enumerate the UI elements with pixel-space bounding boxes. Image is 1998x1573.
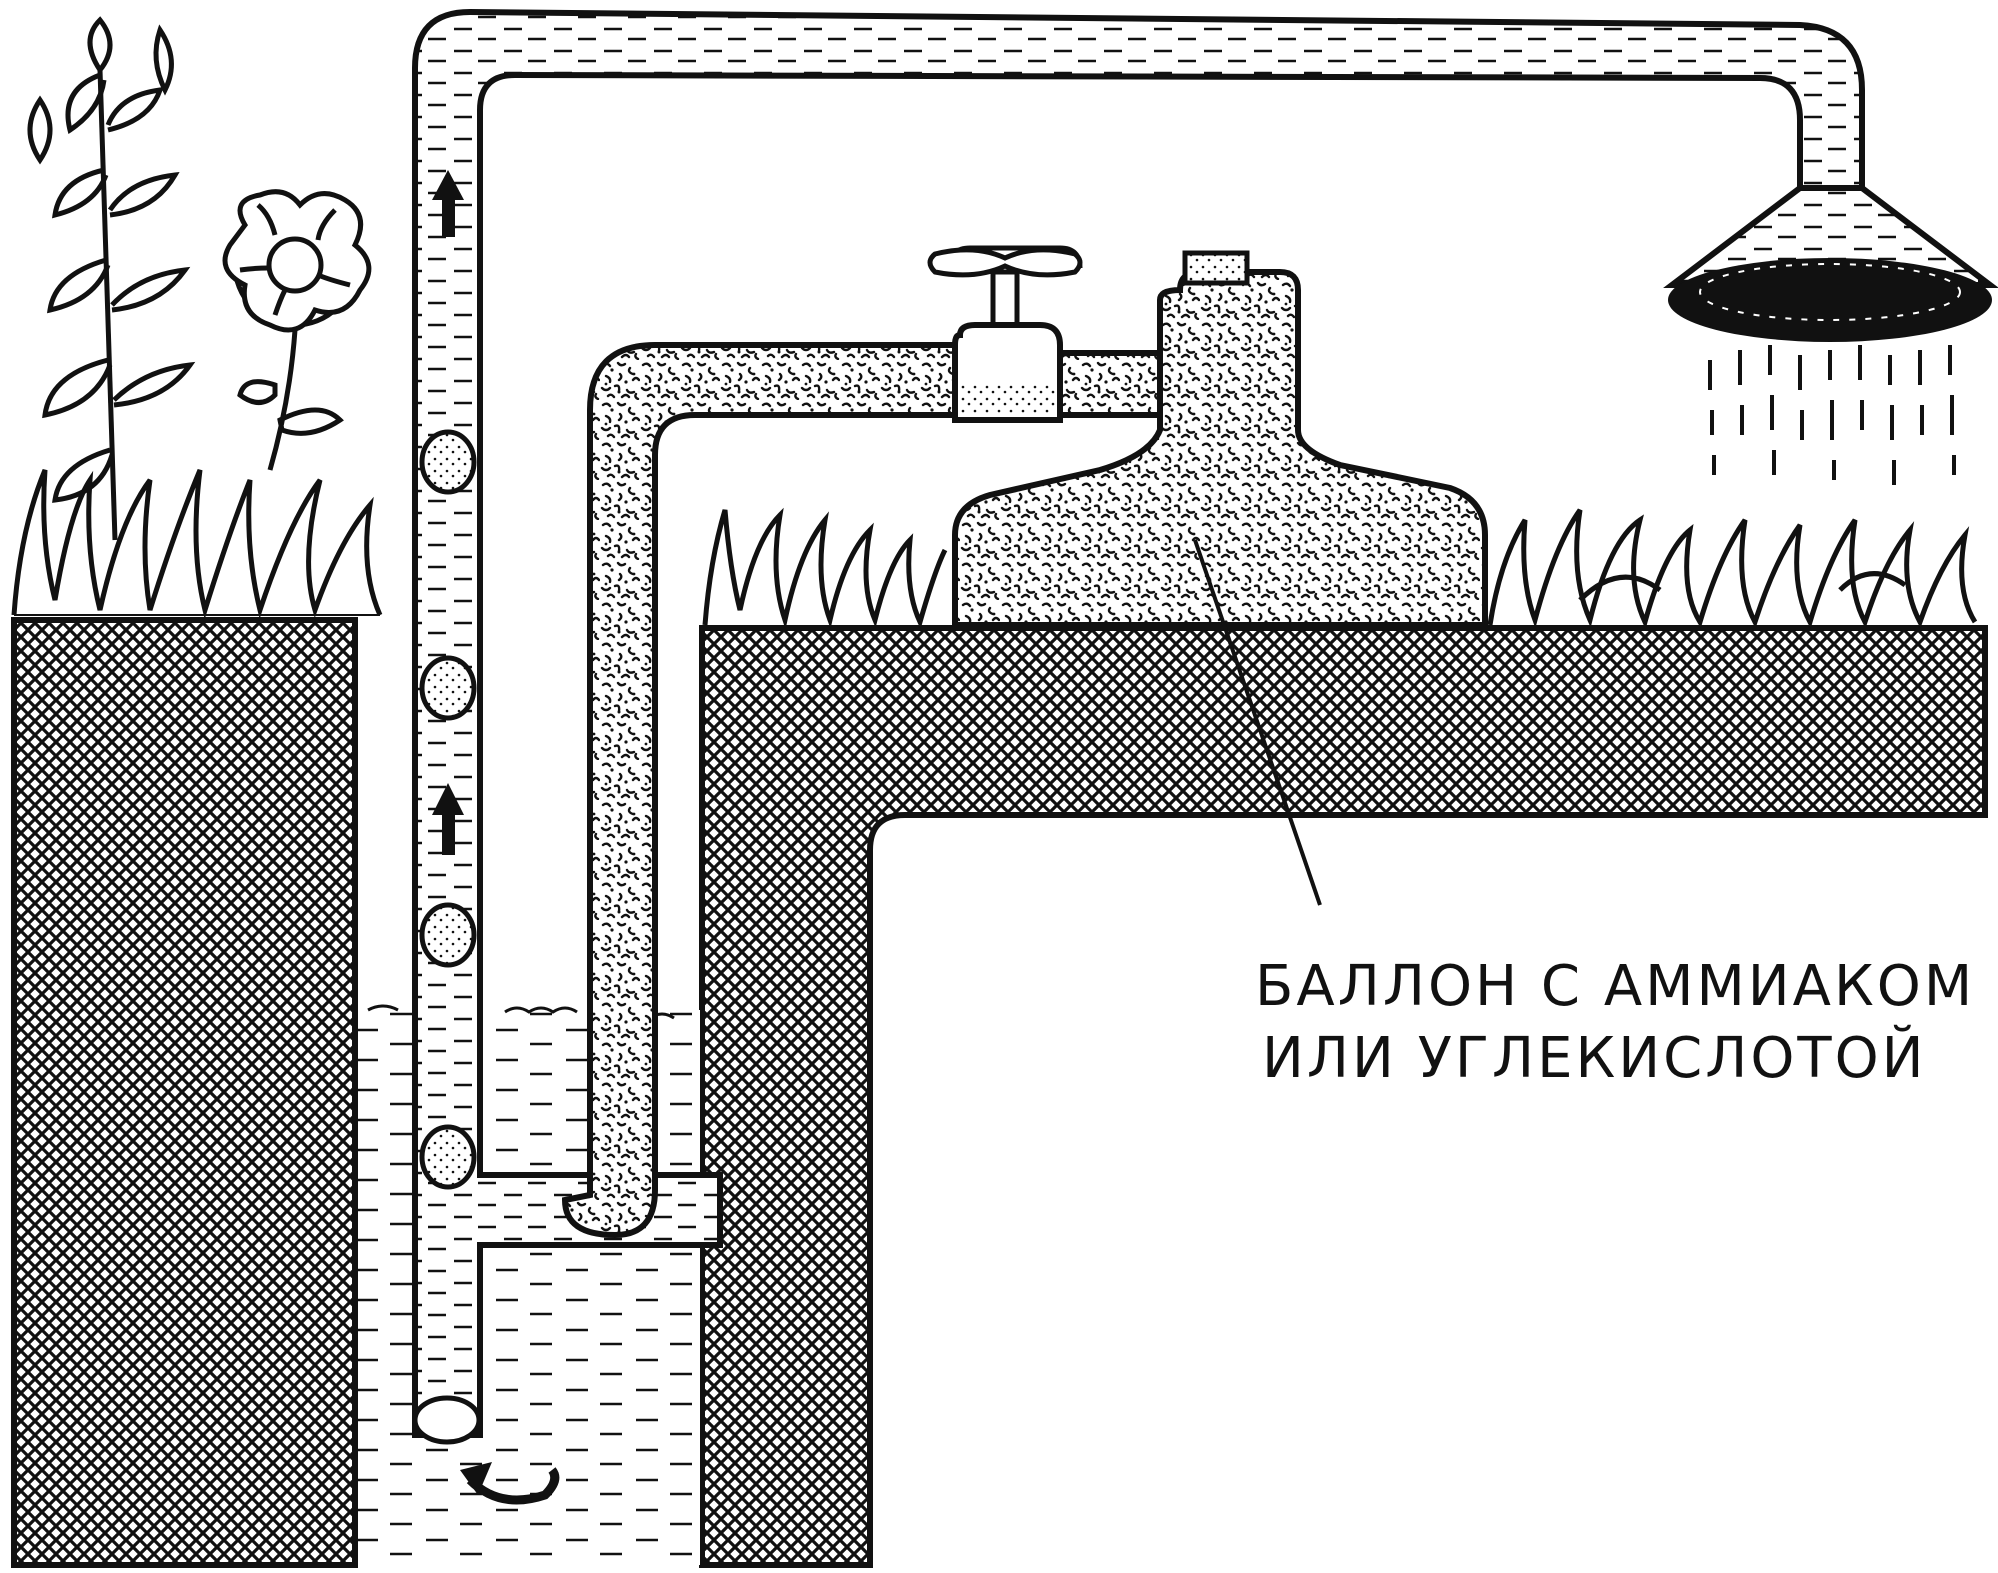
plants-left bbox=[27, 16, 372, 541]
callout-leader-line bbox=[1193, 539, 1322, 906]
gas-pipe-segment bbox=[1057, 350, 1173, 418]
grass-right bbox=[702, 507, 1978, 630]
gas-cylinder bbox=[952, 269, 1488, 628]
gas-bubbles bbox=[419, 429, 477, 1190]
inflow-arrow-icon bbox=[460, 1462, 560, 1505]
flow-arrow-lower-icon bbox=[432, 783, 464, 855]
flow-arrow-upper-icon bbox=[432, 170, 464, 237]
water-spray bbox=[1708, 345, 1956, 485]
ground-left bbox=[11, 617, 358, 1568]
grass-left bbox=[11, 469, 383, 620]
riser-inlet bbox=[412, 1395, 482, 1445]
callout-label-line1: БАЛЛОН С АММИАКОМ bbox=[1255, 954, 1975, 1019]
valve bbox=[927, 245, 1083, 423]
gas-supply-pipe bbox=[561, 342, 973, 1239]
cylinder-cap bbox=[1182, 250, 1250, 286]
shower-head bbox=[1663, 185, 1998, 342]
ground-right bbox=[699, 625, 1988, 1568]
callout-label-line2: ИЛИ УГЛЕКИСЛОТОЙ bbox=[1262, 1025, 1927, 1091]
